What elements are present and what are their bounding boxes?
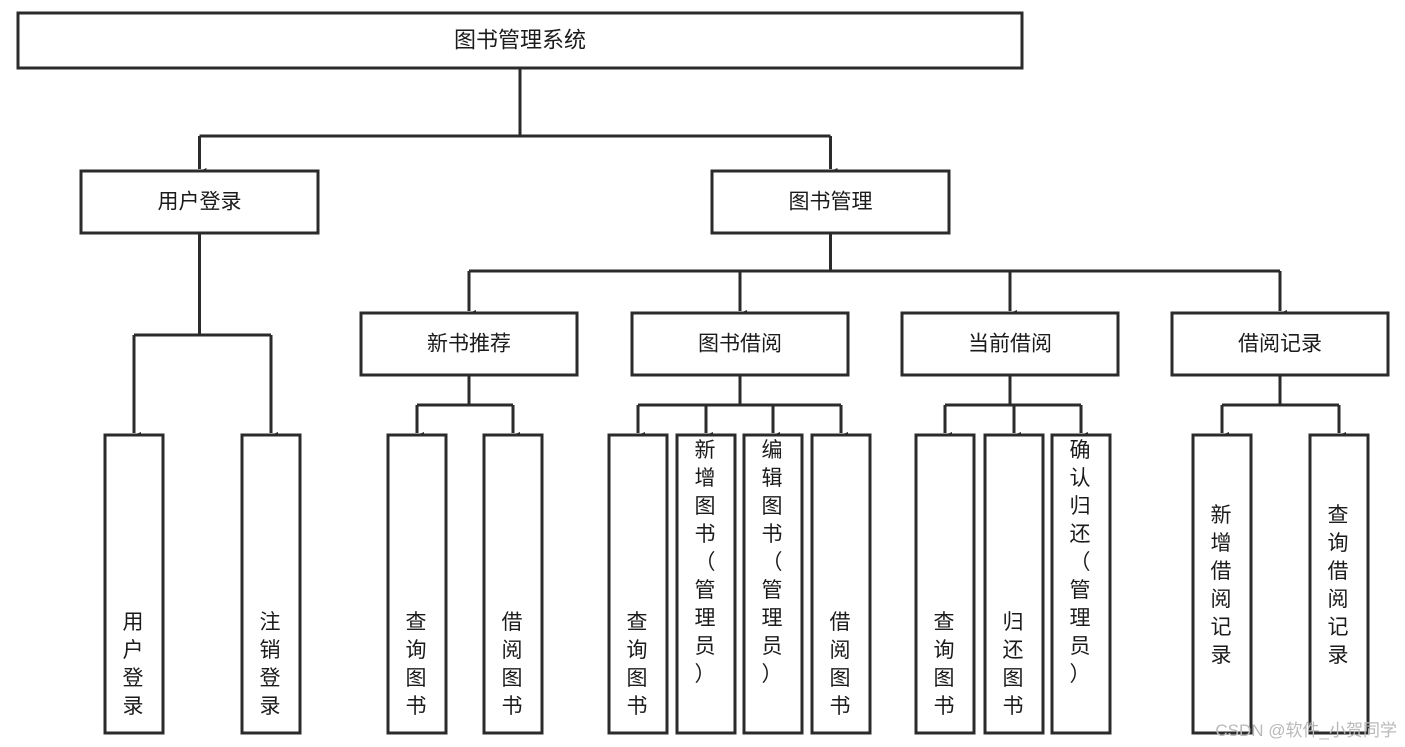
node-leaf-return-book-label: 归还图书: [1003, 611, 1026, 718]
node-user-login-label: 用户登录: [158, 191, 242, 214]
node-leaf-logout-label: 注销登录: [260, 611, 283, 718]
node-current-borrow-label: 当前借阅: [968, 333, 1052, 356]
node-leaf-query-book-borrow-label: 查询图书: [627, 611, 650, 718]
node-leaf-user-login: [103, 433, 165, 735]
node-book-borrow: [630, 311, 850, 377]
node-book-borrow-label: 图书借阅: [698, 333, 782, 356]
node-leaf-confirm-return-label: 确认归还（管理员）: [1070, 439, 1093, 686]
node-leaf-borrow-book-rec: [482, 433, 544, 735]
node-leaf-return-book: [983, 433, 1045, 735]
node-root: [16, 11, 1024, 70]
node-book-management-label: 图书管理: [789, 191, 873, 214]
node-leaf-borrow-book-rec-label: 借阅图书: [502, 611, 525, 718]
node-leaf-query-book-borrow: [607, 433, 669, 735]
node-new-book-recommend: [359, 311, 579, 377]
node-book-management: [710, 169, 951, 235]
node-leaf-add-book: [675, 433, 737, 735]
node-leaf-query-record-label: 查询借阅记录: [1328, 504, 1351, 667]
connector-lines: [127, 68, 1346, 444]
node-root-label: 图书管理系统: [454, 27, 586, 52]
node-leaf-edit-book: [742, 433, 804, 735]
node-leaf-edit-book-label: 编辑图书（管理员）: [762, 439, 785, 686]
node-leaf-query-book-current-label: 查询图书: [934, 611, 957, 718]
node-new-book-recommend-label: 新书推荐: [427, 333, 511, 356]
node-leaf-add-book-label: 新增图书（管理员）: [695, 439, 718, 686]
node-leaf-query-record: [1308, 433, 1370, 735]
node-leaf-query-book-rec: [386, 433, 448, 735]
node-boxes: 图书管理系统用户登录图书管理新书推荐图书借阅当前借阅借阅记录用户登录注销登录查询…: [16, 11, 1390, 735]
node-leaf-confirm-return: [1050, 433, 1112, 735]
node-leaf-borrow-book-label: 借阅图书: [830, 611, 853, 718]
node-leaf-borrow-book: [810, 433, 872, 735]
csdn-watermark: CSDN @软件_小贺同学: [1215, 721, 1397, 740]
node-leaf-query-book-current: [914, 433, 976, 735]
node-leaf-add-record-label: 新增借阅记录: [1211, 504, 1234, 667]
node-leaf-user-login-label: 用户登录: [123, 611, 146, 718]
node-borrow-records-label: 借阅记录: [1238, 333, 1322, 356]
node-current-borrow: [900, 311, 1120, 377]
node-borrow-records: [1170, 311, 1390, 377]
node-leaf-query-book-rec-label: 查询图书: [406, 611, 429, 718]
node-leaf-logout: [240, 433, 302, 735]
node-leaf-add-record: [1191, 433, 1253, 735]
node-user-login: [79, 169, 320, 235]
